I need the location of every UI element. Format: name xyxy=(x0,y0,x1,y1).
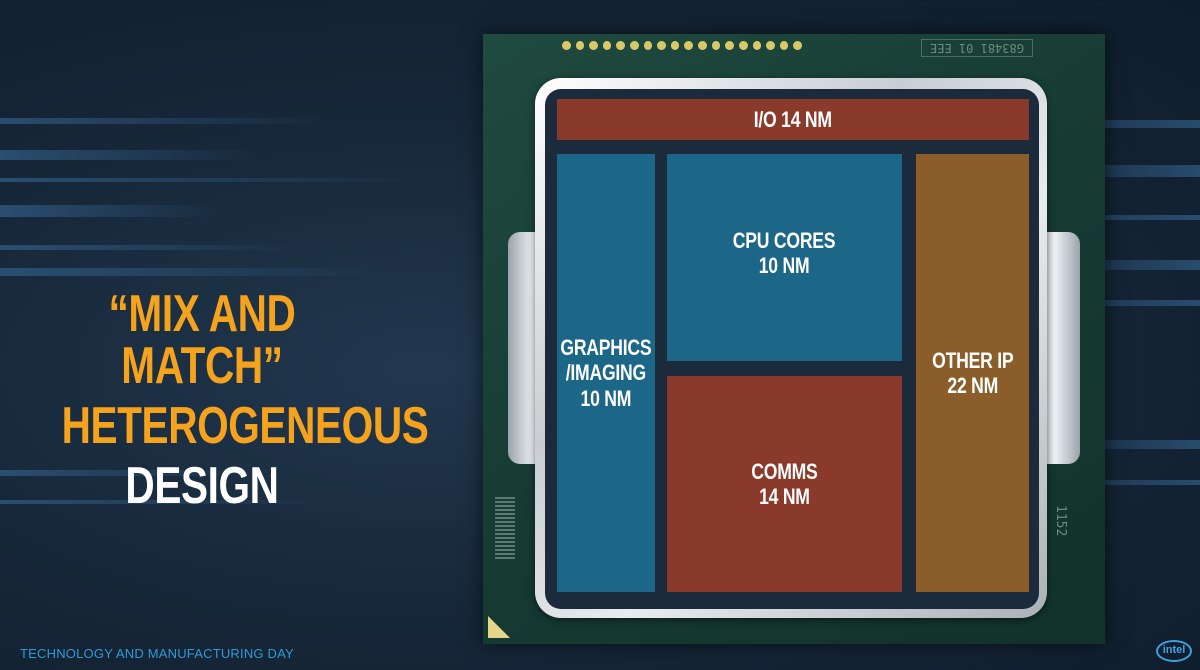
event-footer: TECHNOLOGY AND MANUFACTURING DAY xyxy=(20,646,294,661)
comms-process-label: 14 NM xyxy=(759,484,810,509)
headline-line-3: DESIGN xyxy=(125,457,279,515)
cpu-label: CPU CORES xyxy=(733,228,836,253)
cpu-process-label: 10 NM xyxy=(759,253,810,279)
other-ip-label: OTHER IP xyxy=(931,347,1014,373)
die-block-other-ip: OTHER IP 22 NM xyxy=(916,154,1029,592)
graphics-label-line-1: GRAPHICS xyxy=(560,335,652,361)
package-mark: 1152 xyxy=(1053,505,1068,537)
pin1-indicator-triangle xyxy=(488,616,510,638)
headline-line-2: HETEROGENEOUS xyxy=(61,397,429,455)
die-block-io: I/O 14 NM xyxy=(557,99,1029,140)
io-label: I/O 14 NM xyxy=(753,106,833,132)
headline: “MIX AND MATCH” HETEROGENEOUS DESIGN xyxy=(61,285,429,520)
headline-line-1: “MIX AND MATCH” xyxy=(108,285,296,395)
die-block-cpu-cores: CPU CORES 10 NM xyxy=(667,154,902,361)
graphics-process-label: 10 NM xyxy=(580,385,632,411)
contact-pads xyxy=(562,38,802,54)
die-block-graphics: GRAPHICS /IMAGING 10 NM xyxy=(557,154,655,592)
intel-logo-text: intel xyxy=(1162,644,1186,656)
datamatrix-code xyxy=(495,497,515,559)
comms-label: COMMS xyxy=(751,458,818,484)
graphics-label-line-2: /IMAGING xyxy=(565,360,647,386)
intel-logo: intel xyxy=(1156,640,1192,662)
other-ip-process-label: 22 NM xyxy=(947,373,998,398)
die-block-comms: COMMS 14 NM xyxy=(667,376,902,592)
package-serial-marking: G83481 01 EEE xyxy=(921,39,1033,57)
